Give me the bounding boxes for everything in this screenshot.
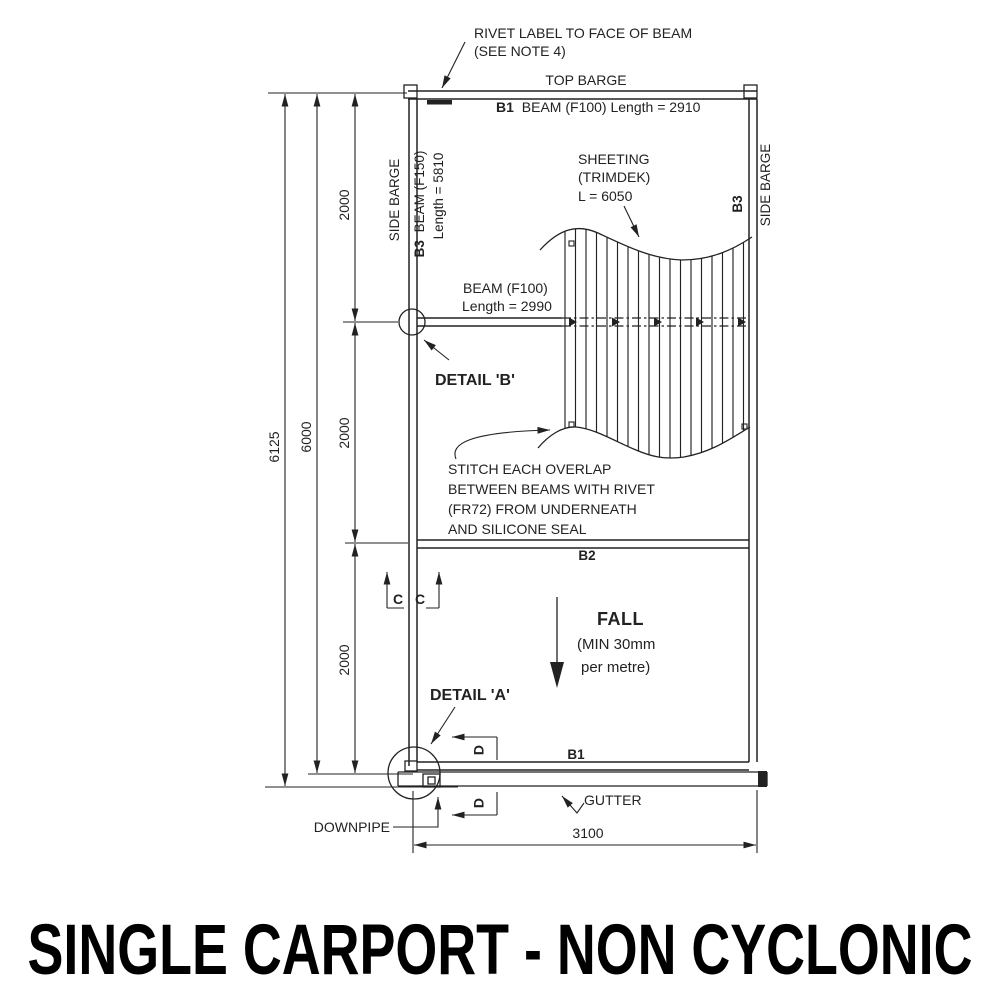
section-d-label-bottom: D: [471, 798, 487, 808]
gutter-outline: [397, 771, 768, 787]
left-beam-tag: B3: [412, 240, 427, 258]
dim-label-6000: 6000: [298, 421, 314, 452]
sheeting-label-line2: (TRIMDEK): [578, 169, 650, 185]
fall-arrow-head: [550, 662, 564, 688]
rivet-note-line2: (SEE NOTE 4): [474, 43, 566, 59]
carport-plan-drawing: 6125 6000 2000 2000 2000 3100 C C D D DE…: [265, 25, 773, 853]
dim-label-2000-top: 2000: [336, 189, 352, 220]
dim-label-2000-bottom: 2000: [336, 644, 352, 675]
downpipe-label: DOWNPIPE: [314, 819, 390, 835]
detail-b-label: DETAIL 'B': [435, 372, 515, 389]
sheeting-rivet-dot-top: [568, 240, 575, 247]
sheeting-ribs: [564, 228, 745, 459]
section-d-label-top: D: [471, 745, 487, 755]
detail-b-circle: [398, 308, 426, 336]
sheeting-leader-arrow: [623, 205, 640, 238]
b2-beam-tag: B2: [578, 548, 595, 563]
side-barge-right-label: SIDE BARGE: [758, 144, 773, 227]
detail-a-circle: [387, 746, 441, 800]
stitch-note-line3: (FR72) FROM UNDERNEATH: [448, 501, 637, 517]
gutter-label: GUTTER: [584, 792, 642, 808]
downpipe-outlet-inner: [427, 776, 436, 785]
mid-beam-label-line2: Length = 2990: [462, 298, 552, 314]
gutter-leader-arrow: [561, 795, 585, 814]
stitch-leader-arrow: [454, 426, 551, 460]
downpipe-leader-arrow: [393, 797, 442, 828]
dim-label-3100: 3100: [572, 825, 603, 841]
b1-bottom-tag: B1: [567, 747, 585, 762]
stitch-note-line4: AND SILICONE SEAL: [448, 521, 587, 537]
left-beam-length-label: Length = 5810: [431, 153, 446, 240]
right-beam-tag: B3: [730, 195, 745, 213]
left-beam-label: B3 BEAM (F150): [412, 151, 427, 258]
rivet-note-leader-arrow: [441, 41, 466, 89]
sheeting: [537, 227, 753, 459]
hidden-beam-under-sheeting: [562, 317, 749, 327]
sheeting-break-line-bottom: [537, 426, 751, 459]
fall-label: FALL: [597, 609, 644, 629]
section-markers: C C D D: [383, 572, 498, 819]
detail-b-leader-arrow: [423, 339, 450, 361]
gutter-end-cap: [758, 771, 767, 787]
beam-outline-lines: [408, 90, 758, 771]
stitch-rivet-markers: [569, 317, 746, 327]
top-left-corner-bracket: [403, 84, 418, 99]
sheeting-label-line1: SHEETING: [578, 151, 650, 167]
rivet-label-mark: [427, 100, 452, 105]
sheeting-rivet-dot-bottom-right: [741, 423, 748, 430]
side-barge-left-label: SIDE BARGE: [387, 159, 402, 242]
annotation-labels: RIVET LABEL TO FACE OF BEAM (SEE NOTE 4)…: [314, 25, 773, 835]
top-barge-label: TOP BARGE: [545, 72, 626, 88]
detail-a-label: DETAIL 'A': [430, 687, 510, 704]
stitch-note-line1: STITCH EACH OVERLAP: [448, 461, 611, 477]
mid-beam-label-line1: BEAM (F100): [463, 280, 548, 296]
dim-label-2000-mid: 2000: [336, 417, 352, 448]
section-c-label-right: C: [415, 591, 425, 607]
top-right-corner-bracket: [743, 84, 758, 99]
dim-label-6125: 6125: [266, 431, 282, 462]
extension-lines: [265, 92, 758, 853]
title-block: SINGLE CARPORT - NON CYCLONIC: [28, 911, 973, 990]
rivet-note-line1: RIVET LABEL TO FACE OF BEAM: [474, 25, 692, 41]
sheeting-rivet-dot-bottom-left: [568, 421, 575, 428]
detail-a-leader-arrow: [430, 706, 456, 745]
fall-note-line2: (MIN 30mm: [577, 636, 655, 653]
drawing-title: SINGLE CARPORT - NON CYCLONIC: [28, 911, 973, 990]
detail-callouts: DETAIL 'B' DETAIL 'A': [387, 308, 515, 800]
left-beam-spec: BEAM (F150): [412, 151, 427, 233]
top-beam-spec: BEAM (F100) Length = 2910: [522, 99, 701, 115]
stitch-note-line2: BETWEEN BEAMS WITH RIVET: [448, 481, 655, 497]
section-c-label-left: C: [393, 591, 403, 607]
top-beam-label: B1 BEAM (F100) Length = 2910: [496, 99, 701, 115]
sheeting-label-line3: L = 6050: [578, 188, 633, 204]
dimensions: 6125 6000 2000 2000 2000 3100: [265, 92, 758, 853]
bottom-left-corner-bracket: [404, 760, 418, 772]
fall-note-line3: per metre): [581, 659, 650, 676]
sheeting-break-line-top: [539, 227, 753, 261]
top-beam-tag: B1: [496, 99, 514, 115]
